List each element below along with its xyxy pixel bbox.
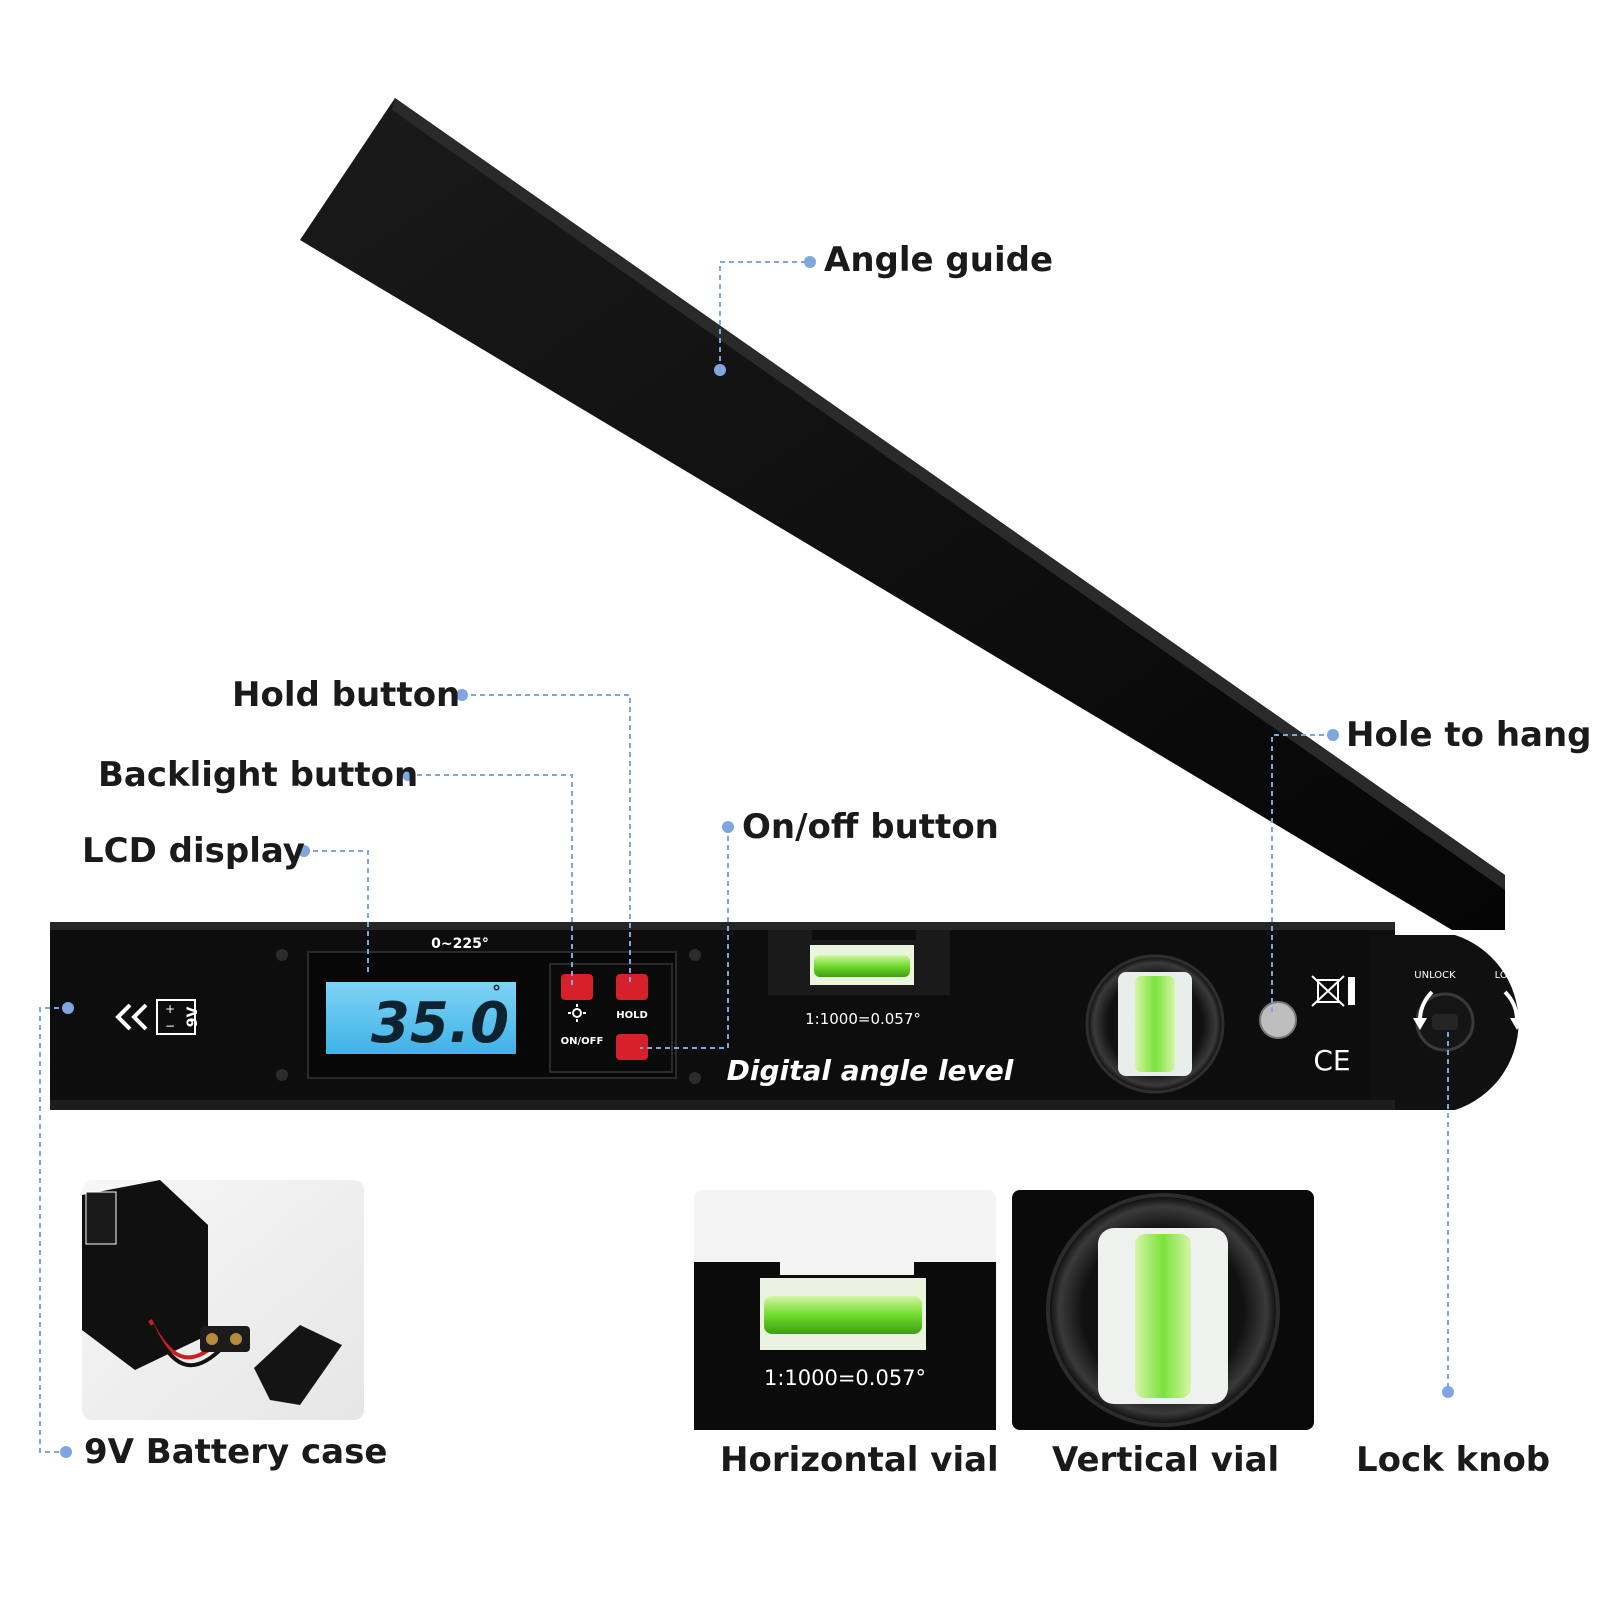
callout-hold-button: Hold button	[232, 675, 461, 715]
battery-plus: +	[165, 1002, 175, 1016]
vertical-vial-inset	[1012, 1190, 1314, 1430]
lock-label: LOCK	[1495, 970, 1522, 981]
hold-key[interactable]	[616, 974, 648, 1000]
chevron-double-left-icon	[115, 1003, 148, 1031]
angle-guide-arm	[300, 98, 1505, 930]
horizontal-vial	[814, 955, 910, 977]
vertical-vial	[1135, 976, 1175, 1072]
lcd-reading: 35.0	[371, 991, 509, 1056]
callout-lines	[39, 261, 1449, 1453]
battery-minus: −	[165, 1019, 175, 1033]
inset-vial-spec: 1:1000=0.057°	[764, 1366, 926, 1390]
callout-dots	[60, 256, 1454, 1458]
callout-lock-knob: Lock knob	[1356, 1440, 1551, 1480]
hang-hole	[1282, 884, 1318, 920]
onoff-key[interactable]	[616, 1034, 648, 1060]
callout-lcd-display: LCD display	[82, 831, 305, 871]
battery-case-photo	[82, 1180, 364, 1420]
unlock-label: UNLOCK	[1414, 970, 1456, 981]
rotate-arrow-icon	[1413, 990, 1524, 1030]
horizontal-vial-inset: 1:1000=0.057°	[694, 1190, 996, 1430]
vial-spec: 1:1000=0.057°	[805, 1010, 921, 1028]
hold-key-label: HOLD	[616, 1010, 648, 1021]
battery-icon	[156, 999, 196, 1035]
backlight-key[interactable]	[561, 974, 593, 1000]
callout-backlight-button: Backlight button	[98, 755, 419, 795]
callout-hole-to-hang: Hole to hang	[1346, 715, 1592, 755]
callout-battery-case: 9V Battery case	[84, 1432, 388, 1472]
ce-mark-icon: CE	[1313, 1044, 1350, 1077]
callout-on-off-button: On/off button	[742, 807, 999, 847]
callout-vertical-vial: Vertical vial	[1052, 1440, 1280, 1480]
sun-icon	[568, 1004, 586, 1022]
battery-mark: 9V	[185, 1007, 201, 1028]
onoff-key-label: ON/OFF	[561, 1036, 604, 1047]
callout-angle-guide: Angle guide	[824, 240, 1054, 280]
weee-bin-icon	[1311, 975, 1355, 1007]
range-label: 0~225°	[431, 936, 489, 952]
level-body	[50, 922, 1519, 1110]
lcd-degree: °	[492, 982, 501, 1003]
callout-horizontal-vial: Horizontal vial	[720, 1440, 999, 1480]
product-name: Digital angle level	[727, 1054, 1014, 1087]
lcd-screen	[326, 982, 516, 1054]
